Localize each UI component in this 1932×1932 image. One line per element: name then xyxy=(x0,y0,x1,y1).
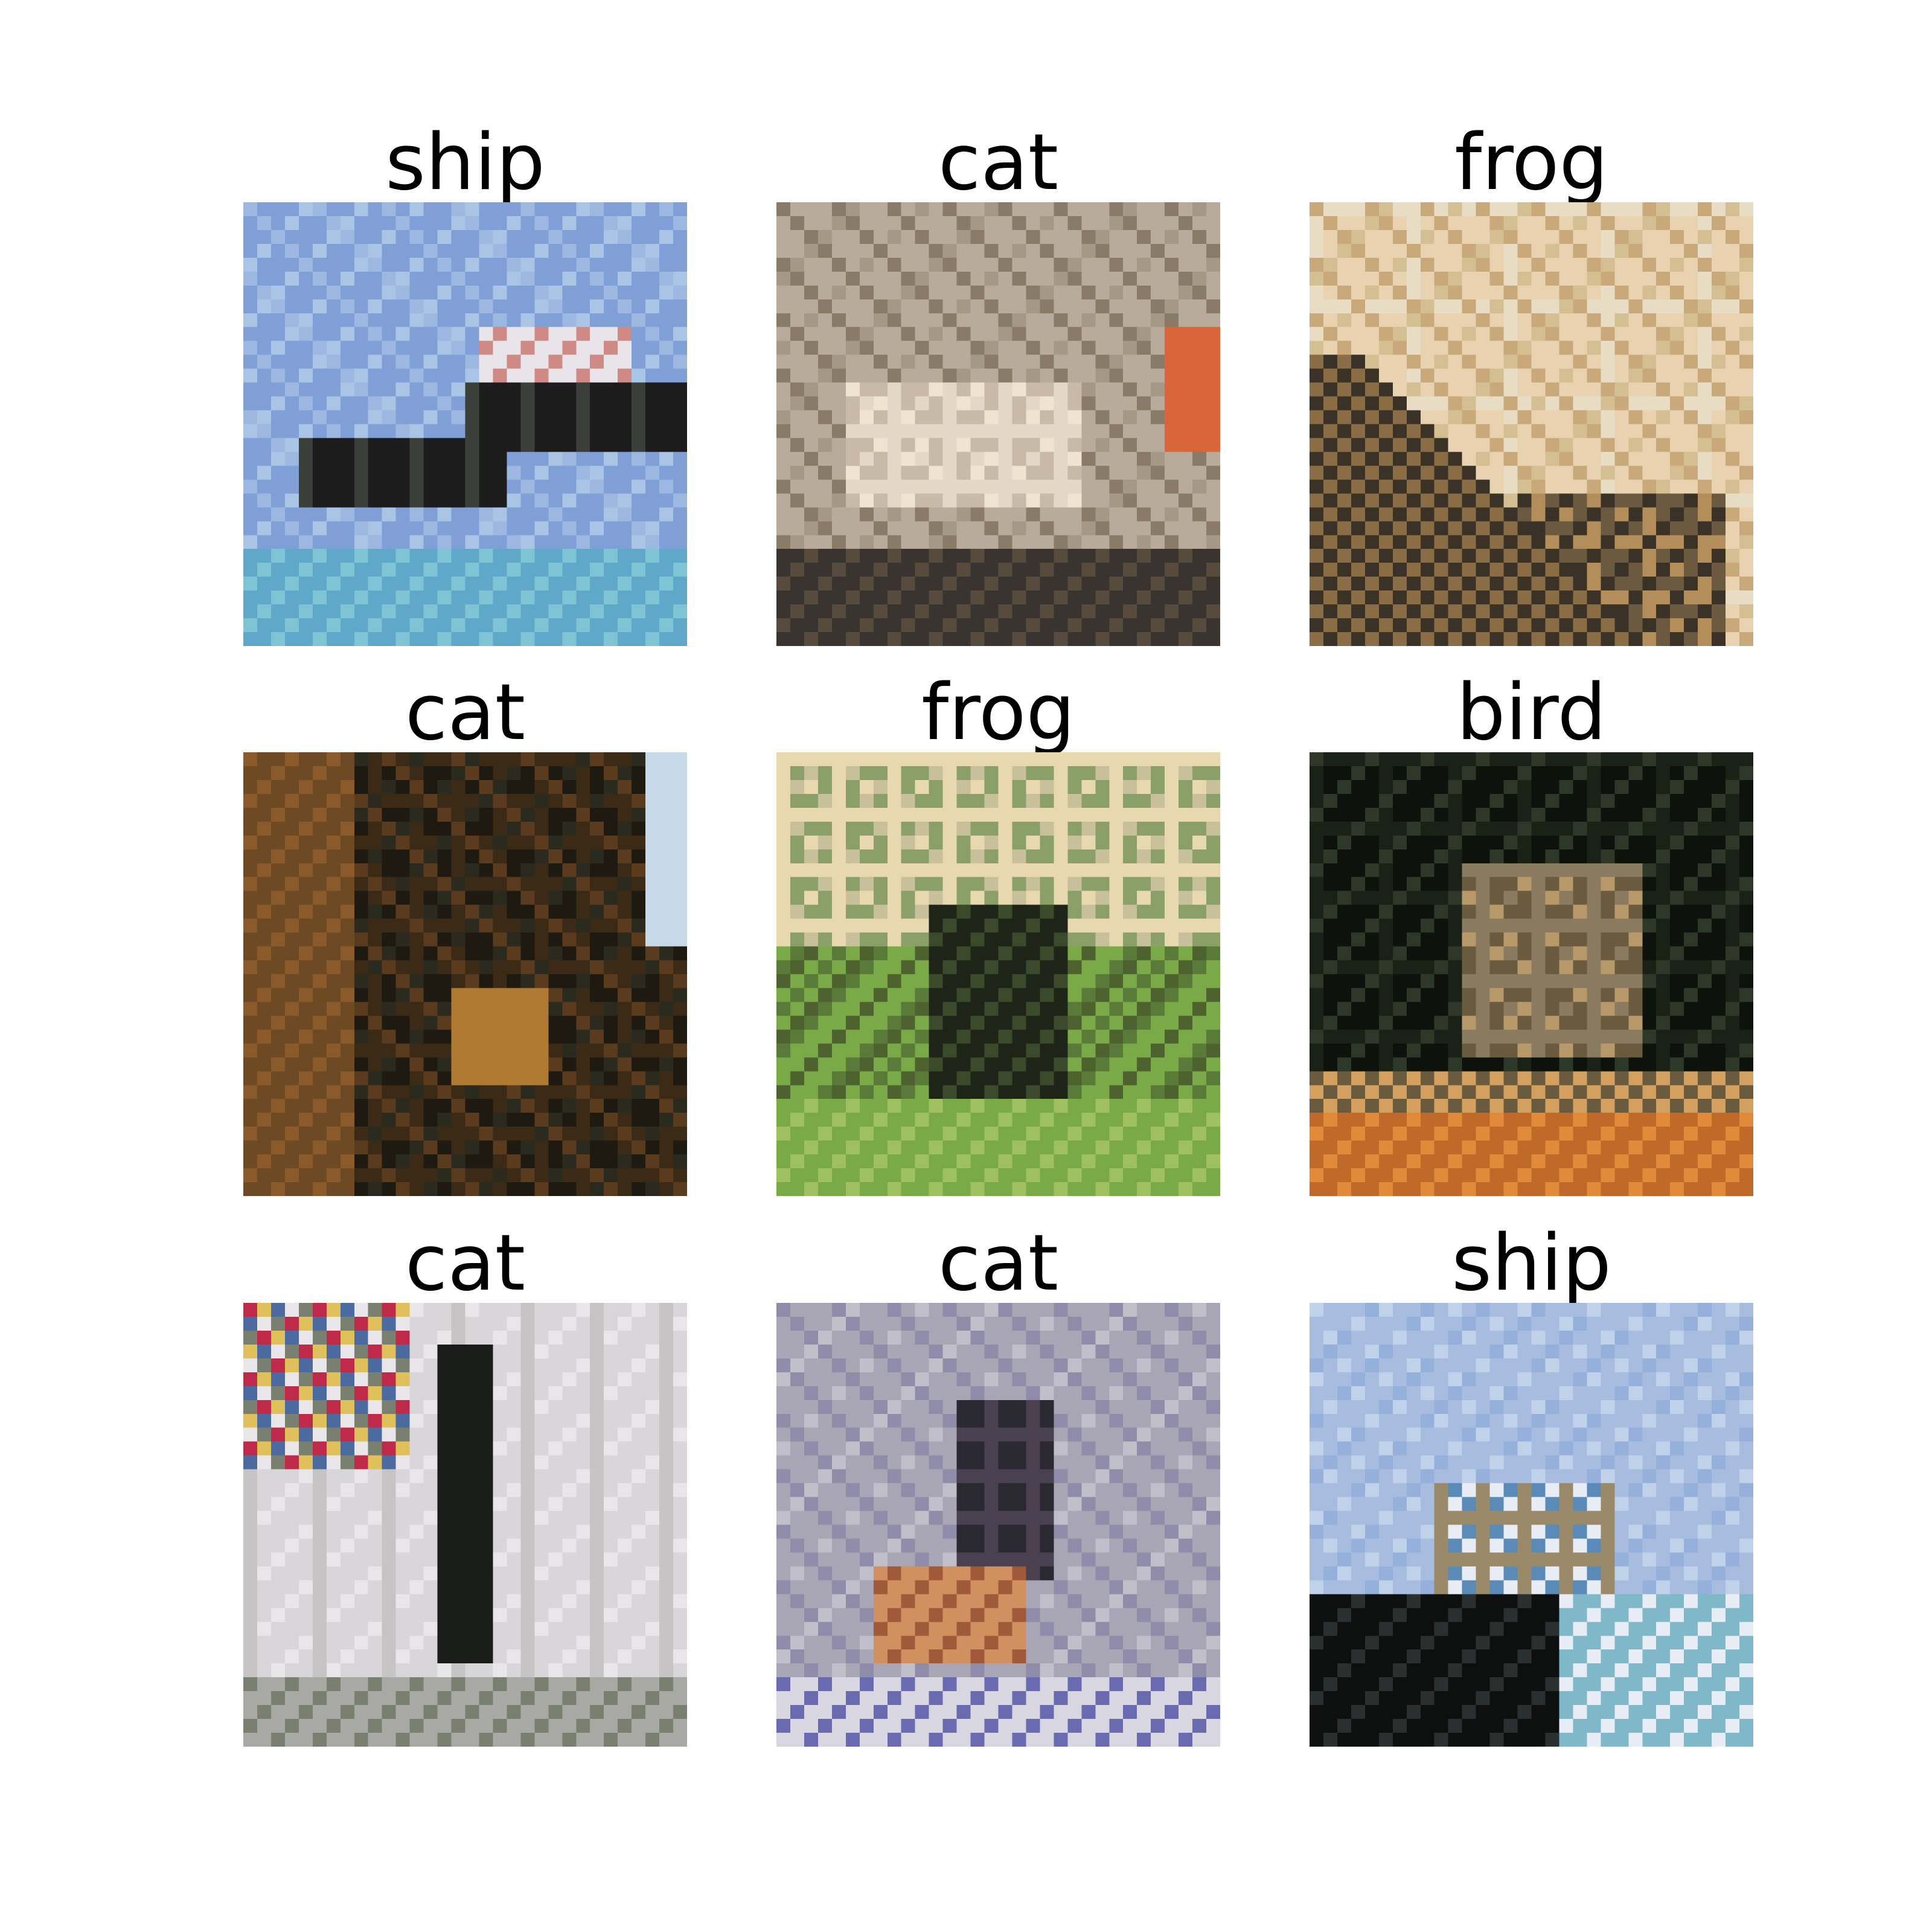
pixel-mosaic xyxy=(1310,1303,1753,1747)
pixel-mosaic xyxy=(776,1303,1220,1747)
sample-image xyxy=(243,1303,687,1747)
class-label: frog xyxy=(921,668,1075,758)
pixel-mosaic xyxy=(1310,202,1753,646)
pixel-mosaic xyxy=(776,202,1220,646)
pixel-mosaic xyxy=(776,752,1220,1196)
class-label: cat xyxy=(405,668,525,758)
class-label: cat xyxy=(938,1218,1058,1308)
class-label: cat xyxy=(938,118,1058,208)
class-label: bird xyxy=(1456,668,1607,758)
sample-image xyxy=(1310,202,1753,646)
sample-image xyxy=(776,752,1220,1196)
sample-image xyxy=(1310,1303,1753,1747)
class-label: cat xyxy=(405,1218,525,1308)
class-label: ship xyxy=(1451,1218,1611,1308)
pixel-mosaic xyxy=(1310,752,1753,1196)
sample-image xyxy=(776,202,1220,646)
sample-image xyxy=(1310,752,1753,1196)
class-label: frog xyxy=(1454,118,1608,208)
sample-image xyxy=(243,202,687,646)
pixel-mosaic xyxy=(243,202,687,646)
sample-image xyxy=(243,752,687,1196)
pixel-mosaic xyxy=(243,1303,687,1747)
class-label: ship xyxy=(385,118,545,208)
sample-image xyxy=(776,1303,1220,1747)
pixel-mosaic xyxy=(243,752,687,1196)
